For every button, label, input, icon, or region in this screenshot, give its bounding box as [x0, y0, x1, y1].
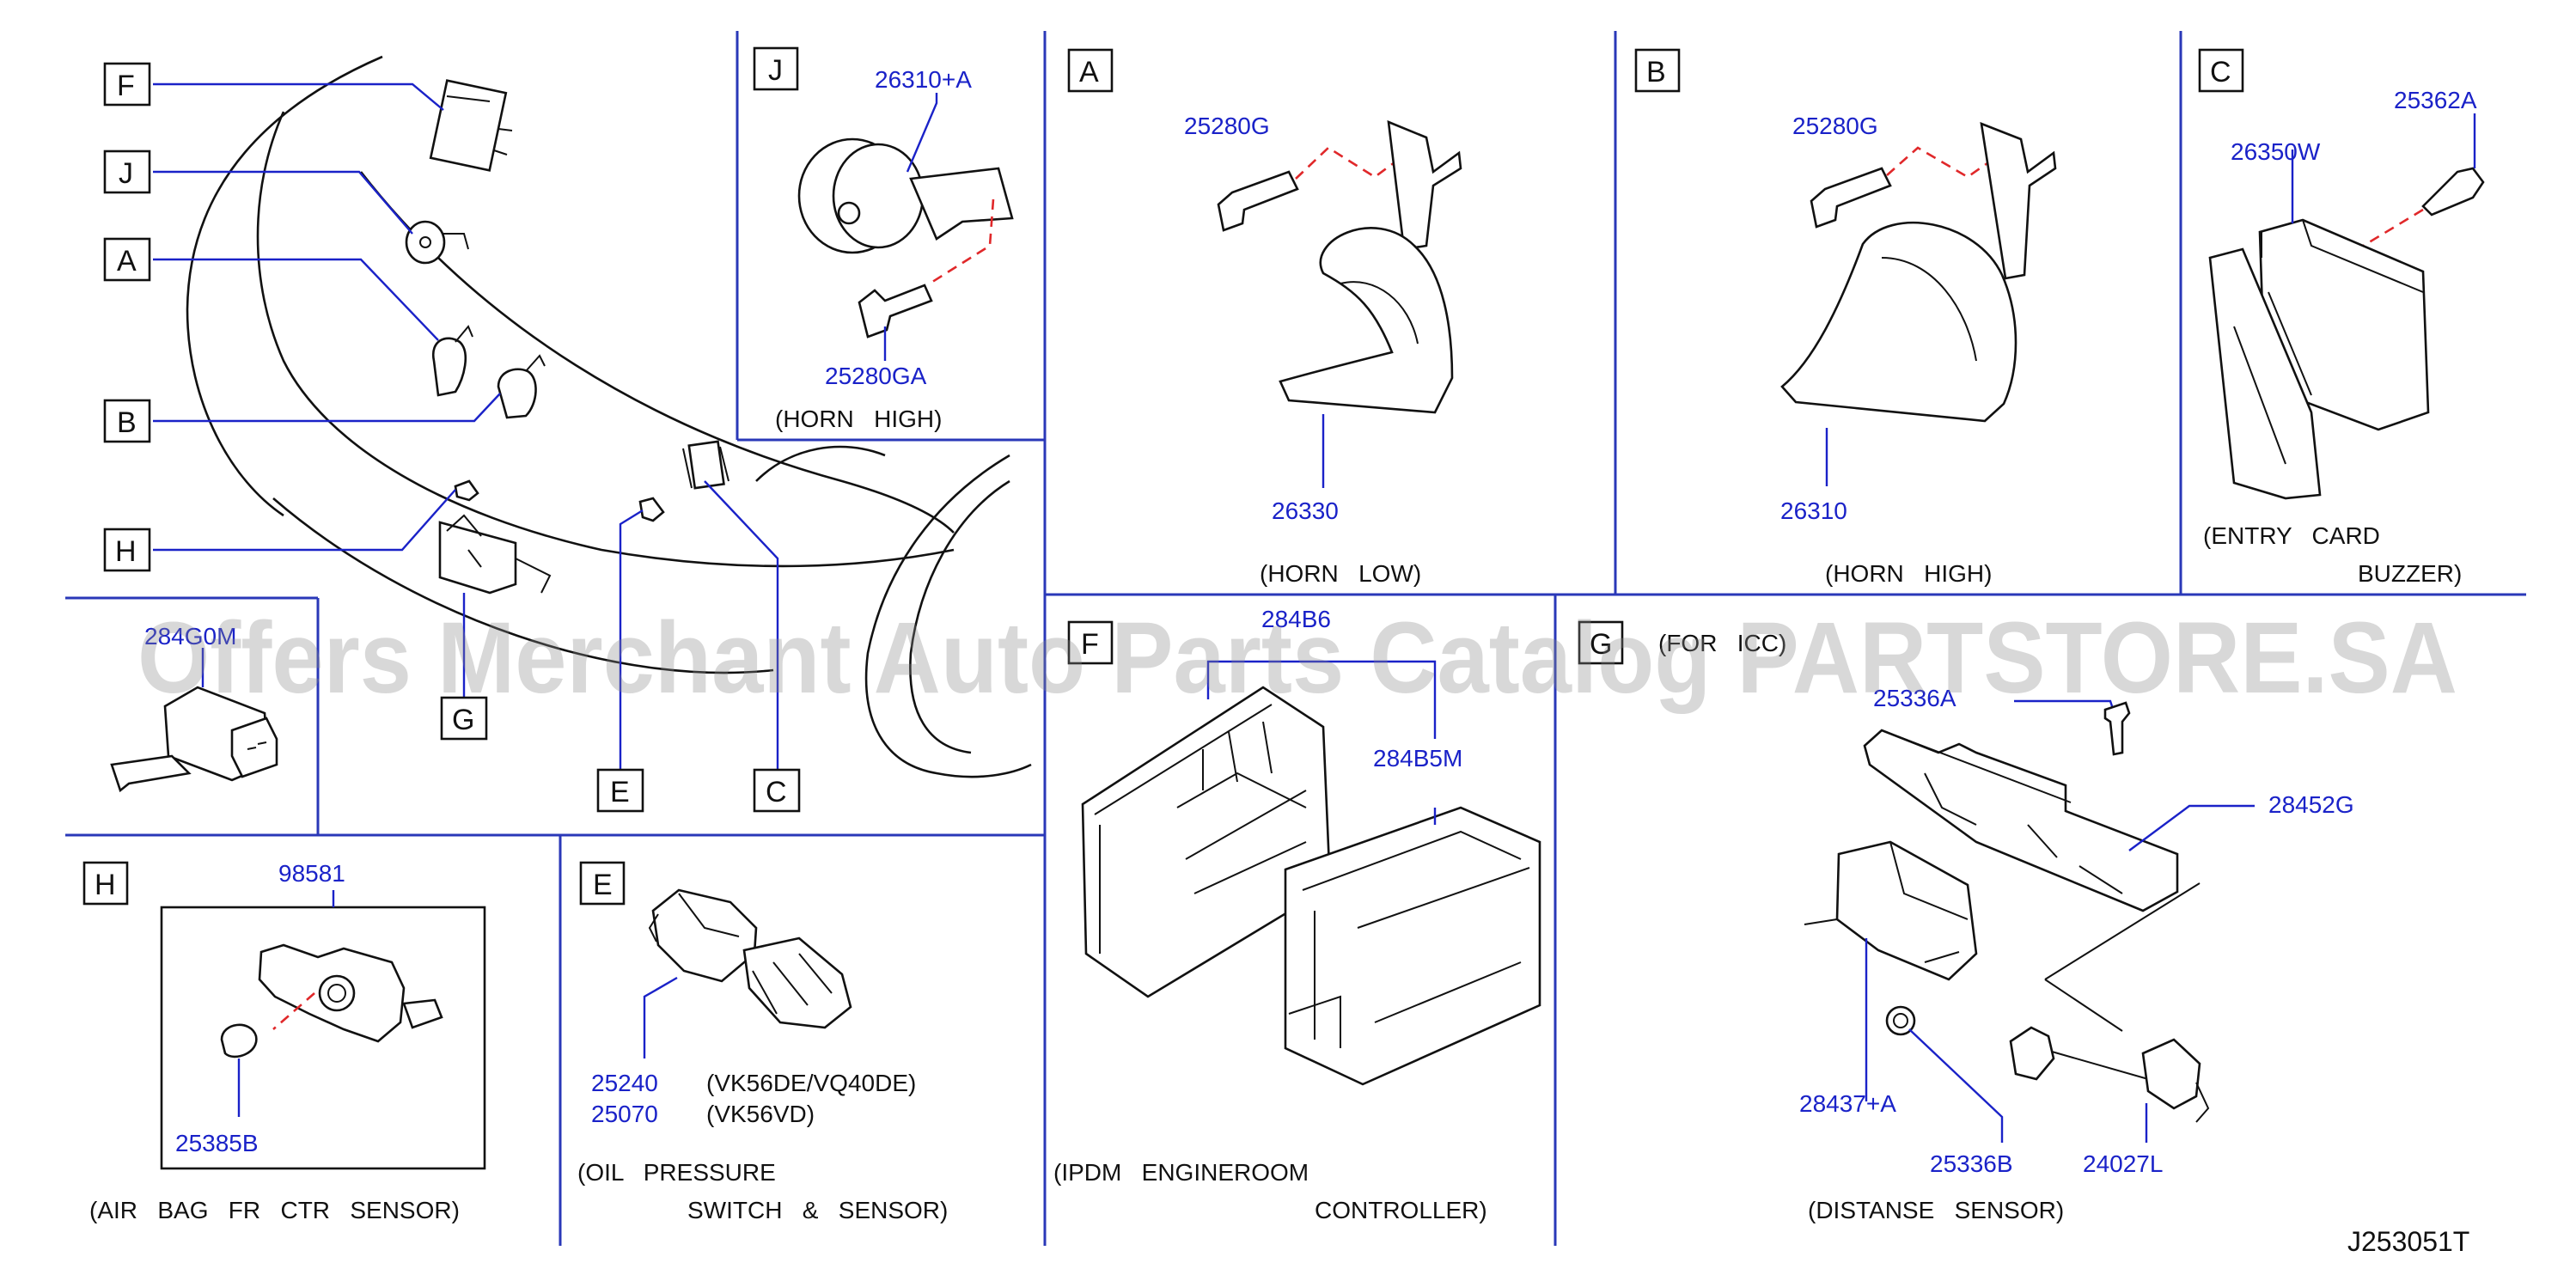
panel-G-part-5: 24027L: [2083, 1150, 2163, 1177]
panel-G-part-3: 28437+A: [1799, 1090, 1896, 1117]
panel-E: E 25240 25070 (VK56DE/VQ40DE) (VK56VD) (…: [577, 861, 948, 1223]
panel-E-variant-1: (VK56DE/VQ40DE): [706, 1070, 916, 1096]
panel-G-part-4: 25336B: [1930, 1150, 2013, 1177]
panel-C-part-1: 26350W: [2231, 138, 2321, 165]
panel-small-part: 284G0M: [144, 623, 236, 650]
vehicle-overview: [186, 55, 1032, 778]
panel-A: A 25280G 26330 (HORN LOW): [1067, 48, 1462, 587]
panel-A-letter: A: [1079, 56, 1099, 88]
panel-G-caption: (DISTANSE SENSOR): [1808, 1197, 2064, 1223]
overview-leaders: [153, 82, 779, 789]
panel-E-part-1: 25240: [591, 1070, 658, 1096]
panel-J-part-2: 25280GA: [825, 363, 927, 389]
panel-B-letter: B: [1646, 56, 1666, 88]
panel-F-part-2: 284B5M: [1373, 745, 1462, 772]
panel-E-letter: E: [593, 869, 613, 901]
panel-F-caption-2: CONTROLLER): [1315, 1197, 1487, 1223]
panel-B: B 25280G 26310 (HORN HIGH): [1634, 48, 2057, 587]
panel-A-part-1: 25280G: [1184, 113, 1270, 139]
panel-J-part-1: 26310+A: [875, 66, 972, 93]
overview-label-E: E: [610, 776, 630, 808]
overview-labels: F J A B H G E C: [115, 70, 787, 808]
diagram-code: J253051T: [2347, 1226, 2469, 1257]
panel-A-part-2: 26330: [1272, 497, 1339, 524]
panel-G-note: (FOR ICC): [1658, 630, 1786, 656]
overview-label-C: C: [766, 776, 787, 808]
panel-E-caption-2: SWITCH & SENSOR): [687, 1197, 948, 1223]
panel-H-caption: (AIR BAG FR CTR SENSOR): [89, 1197, 460, 1223]
panel-F: F 284B6 284B5M (IPDM ENGINEROOM CONTROLL…: [1053, 606, 1541, 1223]
overview-label-B: B: [117, 406, 137, 439]
panel-C-caption-1: (ENTRY CARD: [2203, 522, 2380, 549]
overview-label-A: A: [117, 245, 137, 278]
panel-H-part-2: 25385B: [175, 1130, 259, 1156]
panel-G: G (FOR ICC) 25336A 28452G 28437+A 25336B…: [1578, 620, 2354, 1223]
panel-H-part-1: 98581: [278, 860, 345, 887]
panel-C-part-2: 25362A: [2394, 87, 2477, 113]
panel-E-caption-1: (OIL PRESSURE: [577, 1159, 776, 1186]
panel-J-letter: J: [768, 54, 783, 87]
overview-label-J: J: [119, 157, 133, 190]
overview-label-F: F: [117, 70, 135, 102]
panel-small: 284G0M: [110, 623, 278, 793]
panel-C-letter: C: [2210, 56, 2231, 88]
panel-G-letter: G: [1590, 628, 1612, 661]
panel-B-part-1: 25280G: [1792, 113, 1878, 139]
panel-E-part-2: 25070: [591, 1101, 658, 1127]
panel-J-caption: (HORN HIGH): [775, 406, 942, 432]
panel-F-letter: F: [1081, 628, 1099, 661]
watermark: Offers Merchant Auto Parts Catalog PARTS…: [137, 601, 2457, 715]
panel-G-part-1: 25336A: [1873, 685, 1956, 711]
panel-C: C 26350W 25362A (ENTRY CARD BUZZER): [2198, 48, 2485, 587]
overview-label-H: H: [115, 535, 137, 568]
panel-H: H 98581 25385B (AIR BAG FR CTR SENSOR): [82, 860, 486, 1223]
panel-E-variant-2: (VK56VD): [706, 1101, 815, 1127]
panel-B-part-2: 26310: [1780, 497, 1847, 524]
panel-C-caption-2: BUZZER): [2358, 560, 2462, 587]
overview-label-G: G: [452, 704, 474, 736]
panel-F-part-1: 284B6: [1261, 606, 1331, 632]
overview-label-boxes: [103, 62, 801, 813]
panel-H-letter: H: [95, 869, 116, 901]
panel-dividers: [65, 31, 2526, 1246]
panel-A-caption: (HORN LOW): [1260, 560, 1421, 587]
panel-G-part-2: 28452G: [2268, 791, 2354, 818]
panel-B-caption: (HORN HIGH): [1825, 560, 1992, 587]
panel-F-caption-1: (IPDM ENGINEROOM: [1053, 1159, 1309, 1186]
panel-J: J 26310+A 25280GA (HORN HIGH): [753, 46, 1014, 432]
